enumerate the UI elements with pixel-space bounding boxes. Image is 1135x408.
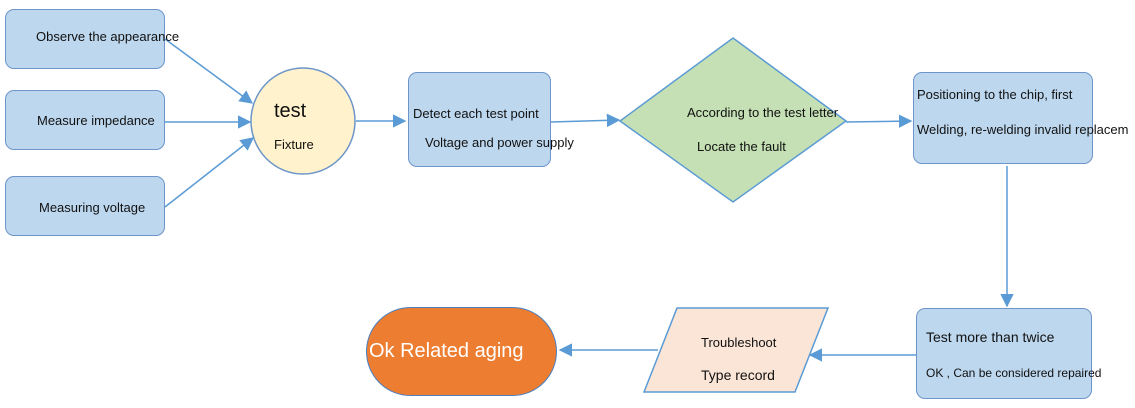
arrow-observe-to-fixture xyxy=(164,38,254,104)
chip-line2: Welding, re-welding invalid replacem xyxy=(917,122,1129,137)
troubleshoot-parallelogram xyxy=(642,307,830,393)
decision-line2: Locate the fault xyxy=(697,139,786,154)
arrow-detect-to-decision xyxy=(550,113,621,128)
twice-line2: OK , Can be considered repaired xyxy=(926,366,1102,380)
arrow-voltage-to-fixture xyxy=(164,137,255,208)
detect-line2: Voltage and power supply xyxy=(425,135,574,150)
detect-test-point-box: Detect each test point Voltage and power… xyxy=(408,72,574,167)
troubleshoot-line2: Type record xyxy=(701,367,775,383)
measure-impedance-box: Measure impedance xyxy=(5,90,165,150)
observe-appearance-box: Observe the appearance xyxy=(5,9,179,69)
chip-line1: Positioning to the chip, first xyxy=(917,87,1073,102)
chip-positioning-box: Positioning to the chip, first Welding, … xyxy=(913,72,1128,164)
detect-line1: Detect each test point xyxy=(413,106,539,121)
arrow-decision-to-chip xyxy=(845,114,913,128)
aging-terminal: Ok Related aging xyxy=(366,307,557,396)
test-twice-box: Test more than twice OK , Can be conside… xyxy=(916,308,1101,399)
twice-line1: Test more than twice xyxy=(926,329,1055,345)
measuring-voltage-label: Measuring voltage xyxy=(39,200,146,215)
aging-label: Ok Related aging xyxy=(369,340,524,362)
fixture-title: test xyxy=(274,100,307,122)
measure-impedance-label: Measure impedance xyxy=(37,113,155,128)
decision-line1: According to the test letter xyxy=(687,105,839,120)
fixture-subtitle: Fixture xyxy=(274,137,314,152)
observe-appearance-label: Observe the appearance xyxy=(36,29,180,44)
troubleshoot-line1: Troubleshoot xyxy=(701,335,777,350)
decision-diamond xyxy=(618,37,848,203)
measuring-voltage-box: Measuring voltage xyxy=(5,176,165,236)
